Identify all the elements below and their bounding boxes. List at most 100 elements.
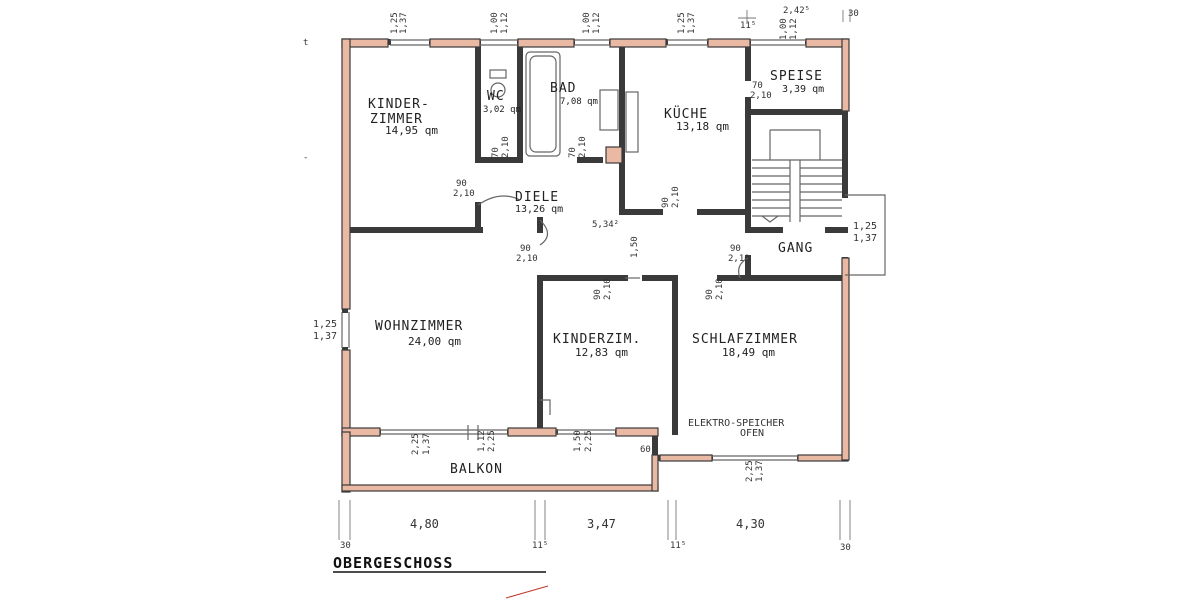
dimension-label: 90 [730,244,741,254]
dimension-label: 2,42⁵ [783,6,810,16]
room-area: 12,83 qm [575,346,628,359]
door-swings [467,195,749,440]
dimension-label: 1,37 [853,233,877,244]
room-wc: WC 3,02 qm [483,89,521,115]
room-label: GANG [778,241,813,256]
windows [341,39,886,461]
room-area: 3,02 qm [483,105,521,115]
room-wohnzimmer: WOHNZIMMER 24,00 qm [375,319,463,348]
dimension-label: 1,12 [789,18,799,40]
dimension-label: 70 [568,147,578,158]
dimension-label: 1,00 [490,12,500,34]
dimension-label: 90 [456,179,467,189]
dimension-label: 2,25 [745,460,755,482]
dimension-label: 2,10 [501,136,511,158]
svg-text:t: t [303,38,308,48]
span-label: 3,47 [587,517,616,531]
dimension-label: 1,50 [573,430,583,452]
room-label: ZIMMER [370,112,423,127]
room-kinderzimmer-1: KINDER- ZIMMER 14,95 qm [368,97,438,137]
room-area: 24,00 qm [408,335,461,348]
room-schlafzimmer: SCHLAFZIMMER 18,49 qm [692,332,798,359]
room-bad: BAD 7,08 qm [550,81,598,107]
room-label: WC [487,89,505,104]
dimension-label: 2,10 [453,189,475,199]
dimension-label: 1,12 [592,12,602,34]
floor-title: OBERGESCHOSS [333,554,549,599]
room-gang: GANG [778,241,813,256]
room-kueche: KÜCHE 13,18 qm [664,105,729,133]
dimensions-top: 1,25 1,37 1,00 1,12 1,00 1,12 1,25 1,37 … [390,6,859,40]
room-label: SPEISE [770,69,823,84]
dimension-label: 2,10 [728,254,750,264]
dimension-label: 2,10 [578,136,588,158]
dimension-label: 1,12 [477,430,487,452]
dimension-label: 90 [520,244,531,254]
room-label: KÜCHE [664,105,708,122]
dimension-label: 2,25 [584,430,594,452]
dimension-label: 2,25 [411,433,421,455]
dimension-chain: 4,80 3,47 4,30 30 11⁵ 11⁵ 30 [338,500,851,553]
room-label: KINDERZIM. [553,332,641,347]
dimensions-doors: 90 2,10 70 2,10 70 2,10 70 2,10 90 2,10 … [453,81,772,300]
bathroom-fixtures [489,51,639,157]
dimensions-side: 1,25 1,37 1,25 1,37 t - [303,38,877,342]
room-balkon: BALKON [450,462,503,477]
dimension-label: 1,12 [500,12,510,34]
dimension-label: 1,25 [853,221,877,232]
room-area: 13,18 qm [676,120,729,133]
dimension-label: 11⁵ [740,21,756,31]
dimension-label: 90 [705,289,715,300]
dimension-label: 1,37 [687,12,697,34]
dimension-label: 1,50 [630,236,640,258]
room-area: 3,39 qm [782,84,824,95]
room-label: SCHLAFZIMMER [692,332,798,347]
oven-note-line-2: OFEN [740,428,764,439]
dimension-label: 2,10 [715,278,725,300]
oven-note-line-1: ELEKTRO-SPEICHER [688,418,785,429]
dimension-label: 70 [752,81,763,91]
wall-hatch [341,38,850,493]
room-diele: DIELE 13,26 qm 5,34² [515,190,619,230]
dimension-label: 1,00 [779,18,789,40]
dimension-label: 90 [593,289,603,300]
dimension-label: 1,25 [313,319,337,330]
room-label: KINDER- [368,97,430,112]
floor-title-text: OBERGESCHOSS [333,554,453,572]
room-area: 7,08 qm [560,97,598,107]
dimension-label: 1,25 [390,12,400,34]
diele-note: 5,34² [592,220,619,230]
room-area: 14,95 qm [385,124,438,137]
span-label: 4,30 [736,517,765,531]
dimension-label: 1,37 [755,460,765,482]
room-speise: SPEISE 3,39 qm [770,69,824,95]
dimension-label: 2,25 [487,430,497,452]
dimension-label: 30 [848,9,859,19]
room-label: WOHNZIMMER [375,319,463,334]
dimension-label: 1,37 [422,433,432,455]
room-area: 18,49 qm [722,346,775,359]
dimension-label: 90 [661,197,671,208]
dimension-label: 1,37 [399,12,409,34]
staircase [752,129,842,223]
dimension-label: 30 [840,543,851,553]
room-label: BAD [550,81,576,96]
room-area: 13,26 qm [515,204,563,215]
dimension-label: 11⁵ [532,541,548,551]
dimension-label: 2,10 [750,91,772,101]
svg-text:-: - [303,153,308,163]
room-label: DIELE [515,190,559,205]
room-label: BALKON [450,462,503,477]
dimension-label: 1,00 [582,12,592,34]
dimension-label: 60 [640,445,651,455]
dimension-label: 2,10 [603,278,613,300]
dimension-label: 2,10 [671,186,681,208]
dimension-label: 1,37 [313,331,337,342]
dimensions-bottom: 2,25 1,37 1,12 2,25 1,50 2,25 60 2,25 1,… [411,430,765,482]
dimension-label: 1,25 [677,12,687,34]
dimension-label: 70 [491,147,501,158]
room-kinderzimmer-2: KINDERZIM. 12,83 qm [553,332,641,359]
dimension-label: 2,10 [516,254,538,264]
dimension-label: 11⁵ [670,541,686,551]
